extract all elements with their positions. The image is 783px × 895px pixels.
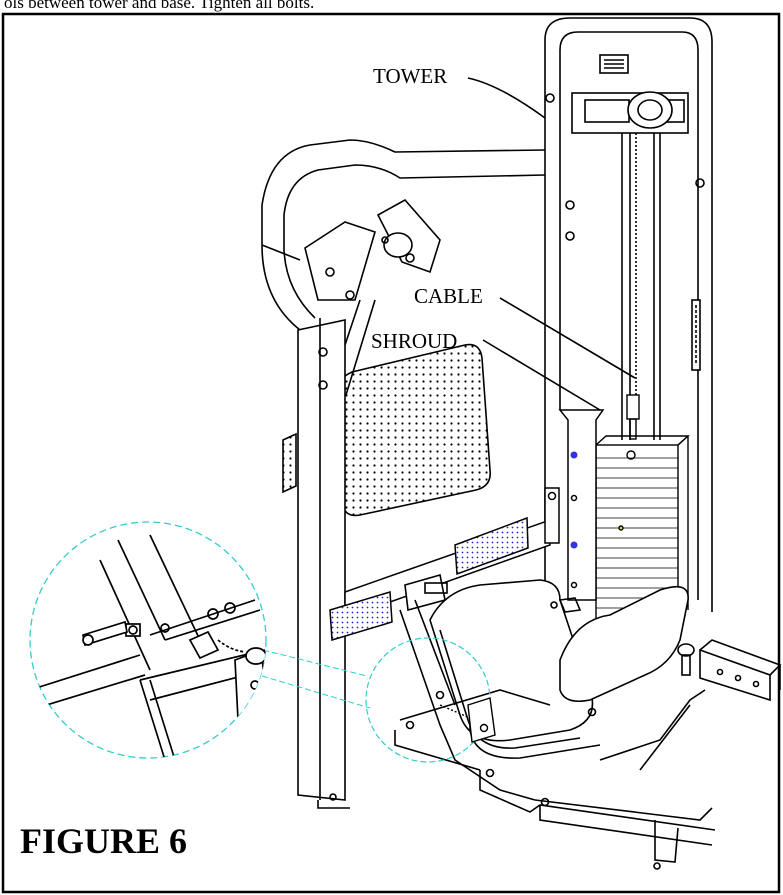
cut-header-text: ols between tower and base. Tighten all … <box>4 0 315 12</box>
figure-border <box>1 12 781 894</box>
detail-view <box>29 521 267 759</box>
tower <box>544 17 713 612</box>
front-column <box>297 318 350 809</box>
detail-target-parts <box>439 697 496 743</box>
base-frame <box>394 597 782 870</box>
figure-title: FIGURE 6 <box>20 821 188 861</box>
leader-lines <box>467 77 636 411</box>
shroud <box>558 409 605 601</box>
back-pad <box>282 343 492 517</box>
arm-frame <box>261 139 546 396</box>
seat <box>404 573 689 759</box>
label-shroud: SHROUD <box>371 329 458 353</box>
cross-beams <box>329 487 560 641</box>
label-cable: CABLE <box>414 284 483 308</box>
label-tower: TOWER <box>373 64 448 88</box>
